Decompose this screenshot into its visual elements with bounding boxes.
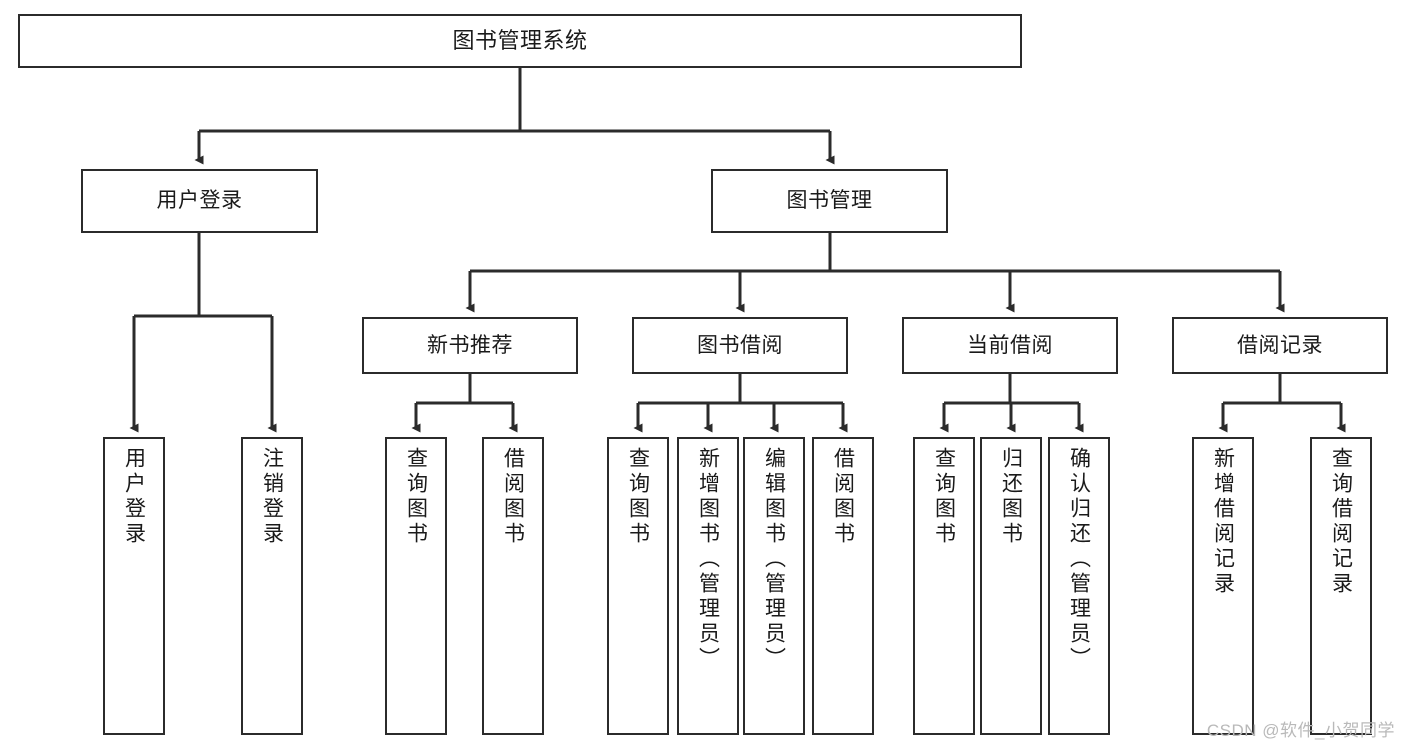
leaf-recommendation-query-book[interactable]: 查询图书 bbox=[385, 437, 447, 735]
leaf-borrowing-edit-book-admin[interactable]: 编辑图书（管理员） bbox=[743, 437, 805, 735]
node-label: 图书管理系统 bbox=[452, 28, 588, 54]
node-label: 借阅图书 bbox=[501, 447, 525, 547]
leaf-current-query-book[interactable]: 查询图书 bbox=[913, 437, 975, 735]
node-label: 归还图书 bbox=[999, 447, 1023, 547]
node-new-book-recommendation[interactable]: 新书推荐 bbox=[362, 317, 578, 374]
node-borrowing-record[interactable]: 借阅记录 bbox=[1172, 317, 1388, 374]
node-label: 用户登录 bbox=[156, 189, 243, 213]
node-label: 图书管理 bbox=[786, 189, 873, 213]
node-label: 注销登录 bbox=[260, 447, 284, 547]
node-book-borrowing[interactable]: 图书借阅 bbox=[632, 317, 848, 374]
node-label: 新书推荐 bbox=[427, 333, 513, 357]
node-label: 新增借阅记录 bbox=[1211, 447, 1235, 597]
node-current-borrowing[interactable]: 当前借阅 bbox=[902, 317, 1118, 374]
node-label: 查询图书 bbox=[404, 447, 428, 547]
node-label: 编辑图书（管理员） bbox=[762, 447, 786, 672]
csdn-watermark: CSDN @软件_小贺同学 bbox=[1206, 721, 1395, 740]
node-book-management-system[interactable]: 图书管理系统 bbox=[18, 14, 1022, 68]
node-label: 借阅记录 bbox=[1237, 333, 1323, 357]
node-label: 新增图书（管理员） bbox=[696, 447, 720, 672]
leaf-user-login[interactable]: 用户登录 bbox=[103, 437, 165, 735]
node-label: 确认归还（管理员） bbox=[1067, 447, 1091, 672]
node-user-login[interactable]: 用户登录 bbox=[81, 169, 318, 233]
leaf-current-return-book[interactable]: 归还图书 bbox=[980, 437, 1042, 735]
node-label: 查询借阅记录 bbox=[1329, 447, 1353, 597]
node-label: 图书借阅 bbox=[697, 333, 783, 357]
node-label: 查询图书 bbox=[626, 447, 650, 547]
leaf-current-confirm-return-admin[interactable]: 确认归还（管理员） bbox=[1048, 437, 1110, 735]
leaf-borrowing-borrow-book[interactable]: 借阅图书 bbox=[812, 437, 874, 735]
node-label: 用户登录 bbox=[122, 447, 146, 547]
node-label: 当前借阅 bbox=[967, 333, 1053, 357]
leaf-user-logout[interactable]: 注销登录 bbox=[241, 437, 303, 735]
node-label: 查询图书 bbox=[932, 447, 956, 547]
leaf-borrowing-add-book-admin[interactable]: 新增图书（管理员） bbox=[677, 437, 739, 735]
leaf-record-query-borrow-record[interactable]: 查询借阅记录 bbox=[1310, 437, 1372, 735]
leaf-borrowing-query-book[interactable]: 查询图书 bbox=[607, 437, 669, 735]
node-book-management[interactable]: 图书管理 bbox=[711, 169, 948, 233]
leaf-recommendation-borrow-book[interactable]: 借阅图书 bbox=[482, 437, 544, 735]
leaf-record-add-borrow-record[interactable]: 新增借阅记录 bbox=[1192, 437, 1254, 735]
node-label: 借阅图书 bbox=[831, 447, 855, 547]
